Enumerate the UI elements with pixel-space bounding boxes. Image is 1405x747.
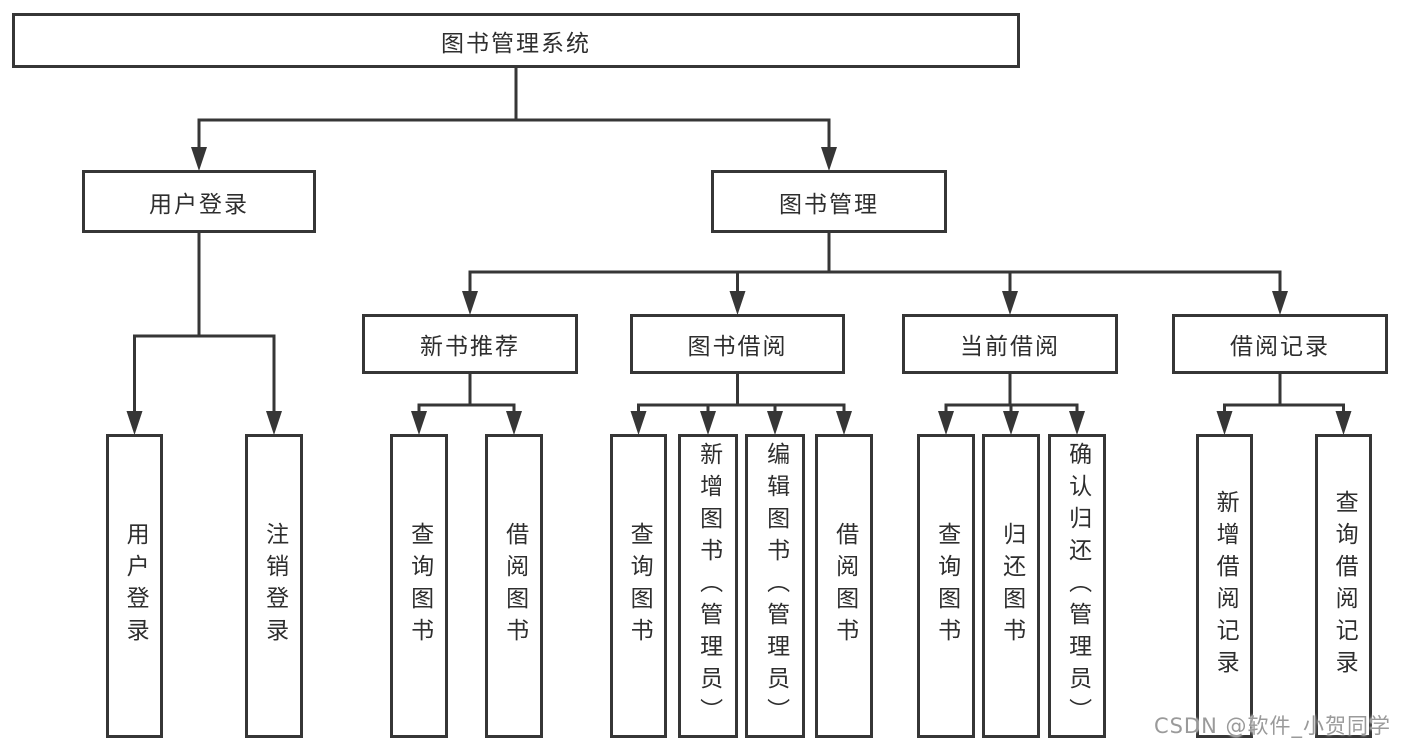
node-leaf-add-book: 新增图书（管理员） — [678, 434, 738, 738]
node-leaf-query-books-2: 查询图书 — [610, 434, 667, 738]
node-book-mgmt: 图书管理 — [711, 170, 947, 233]
node-label: 图书管理 — [779, 191, 879, 218]
node-label: 新增借阅记录 — [1212, 490, 1239, 682]
node-leaf-query-books-1: 查询图书 — [390, 434, 448, 738]
node-book-borrow: 图书借阅 — [630, 314, 845, 374]
node-label: 查询图书 — [626, 522, 653, 650]
node-borrow-records: 借阅记录 — [1172, 314, 1388, 374]
node-label: 确认归还（管理员） — [1064, 442, 1091, 730]
node-label: 用户登录 — [122, 522, 149, 650]
node-leaf-logout: 注销登录 — [245, 434, 303, 738]
node-current-borrow: 当前借阅 — [902, 314, 1118, 374]
csdn-watermark: CSDN @软件_小贺同学 — [1153, 714, 1391, 738]
node-leaf-user-login: 用户登录 — [106, 434, 163, 738]
node-leaf-query-record: 查询借阅记录 — [1315, 434, 1372, 738]
node-leaf-confirm-return: 确认归还（管理员） — [1048, 434, 1106, 738]
node-label: 用户登录 — [149, 191, 249, 218]
node-leaf-edit-book: 编辑图书（管理员） — [745, 434, 805, 738]
node-leaf-borrow-books-1: 借阅图书 — [485, 434, 543, 738]
node-label: 借阅图书 — [501, 522, 528, 650]
node-label: 图书借阅 — [687, 334, 788, 360]
node-label: 查询借阅记录 — [1331, 490, 1358, 682]
node-leaf-return-book: 归还图书 — [982, 434, 1040, 738]
node-label: 查询图书 — [933, 522, 960, 650]
node-label: 借阅记录 — [1230, 334, 1330, 360]
node-label: 注销登录 — [261, 522, 288, 650]
node-label: 当前借阅 — [960, 334, 1060, 360]
node-leaf-add-record: 新增借阅记录 — [1196, 434, 1253, 738]
node-label: 归还图书 — [998, 522, 1025, 650]
node-root: 图书管理系统 — [12, 13, 1020, 68]
node-label: 编辑图书（管理员） — [762, 442, 789, 730]
node-label: 新增图书（管理员） — [695, 442, 722, 730]
node-leaf-query-books-3: 查询图书 — [917, 434, 975, 738]
node-label: 借阅图书 — [831, 522, 858, 650]
node-label: 查询图书 — [406, 522, 433, 650]
node-label: 图书管理系统 — [441, 30, 591, 57]
node-label: 新书推荐 — [420, 334, 520, 360]
node-leaf-borrow-books-2: 借阅图书 — [815, 434, 873, 738]
node-user-login: 用户登录 — [82, 170, 316, 233]
node-new-book-rec: 新书推荐 — [362, 314, 578, 374]
